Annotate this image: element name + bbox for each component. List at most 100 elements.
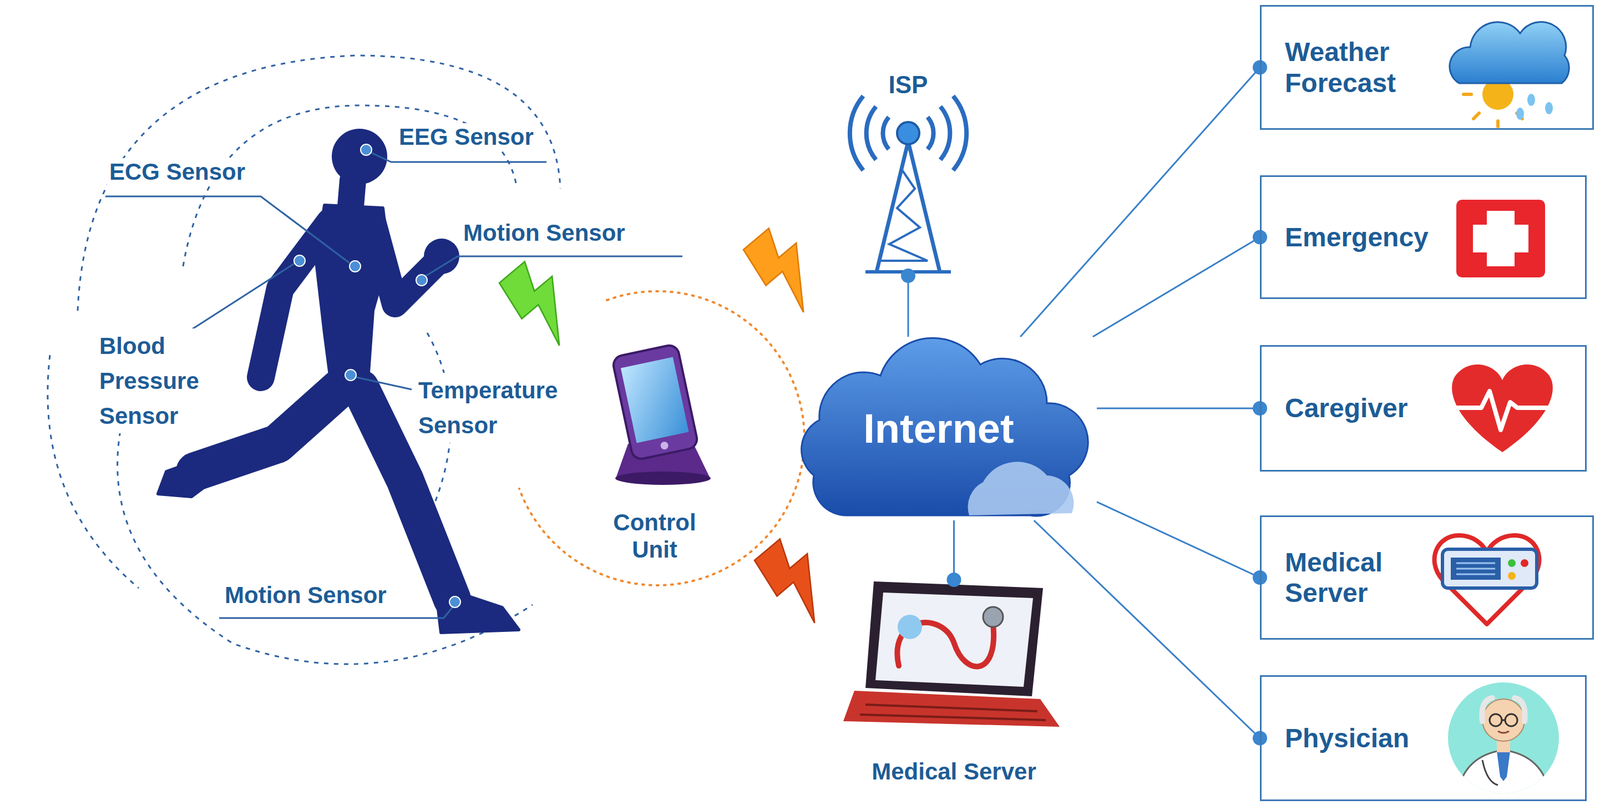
weather-icon: [1449, 21, 1569, 127]
server-slot: [1456, 562, 1496, 565]
leader-lines: [105, 150, 683, 619]
cloud-label: Internet: [863, 404, 1014, 453]
link-line: [1034, 520, 1260, 739]
leader-line: [367, 150, 547, 162]
node-label: Physician: [1284, 722, 1410, 754]
sun-ray: [1496, 120, 1500, 127]
cloud-shape: [801, 337, 1089, 516]
sensor-dot: [416, 274, 428, 286]
leader-line: [174, 262, 296, 341]
server-slot: [1456, 573, 1496, 576]
joint-dot: [1252, 60, 1268, 75]
figure-leg: [195, 388, 340, 472]
figure-foot: [435, 585, 519, 633]
sensor-dot: [449, 596, 461, 608]
tower-frame: [876, 141, 940, 272]
node-label: Medical Server: [871, 758, 1037, 786]
doctor-tie: [1496, 751, 1511, 782]
lightning-bolt: [750, 531, 845, 631]
wireless-ring: [519, 291, 805, 586]
lightning-bolt: [738, 220, 834, 320]
service-box: Physician: [1259, 675, 1587, 802]
emergency-square: [1456, 199, 1546, 278]
phone-body: [611, 343, 700, 461]
doctor-stethoscope: [1482, 760, 1498, 786]
control-unit-node: Control Unit: [588, 343, 722, 564]
doctor-glasses: [1489, 714, 1502, 727]
node-label: Emergency: [1284, 221, 1429, 253]
radio-wave: [866, 106, 877, 160]
sensor-label: Motion Sensor: [461, 219, 628, 247]
phone-screen: [620, 357, 690, 444]
sensor-label: Blood Pressure Sensor: [97, 328, 230, 434]
joint-dot: [1252, 401, 1268, 416]
weather-cloud: [1449, 21, 1569, 84]
figure-arm: [260, 221, 331, 378]
link-line: [1096, 502, 1260, 578]
sensor-dot: [345, 369, 357, 381]
leader-line: [219, 606, 453, 619]
figure-fist: [423, 238, 460, 275]
node-label: Control Unit: [599, 509, 711, 564]
lightning-bolt: [494, 254, 590, 353]
link-line: [1096, 407, 1260, 410]
sun-ray: [1463, 92, 1472, 96]
joint-dot: [1252, 731, 1268, 746]
service-box: Caregiver: [1259, 345, 1587, 472]
internet-cloud: Internet: [780, 336, 1097, 521]
radio-wave: [940, 106, 950, 160]
sensor-label: Motion Sensor: [222, 581, 389, 610]
emergency-icon: [1456, 199, 1546, 278]
server-led: [1507, 559, 1516, 567]
rain-drop: [1516, 107, 1524, 120]
figure-neck: [350, 180, 353, 207]
signal-arc: [47, 355, 139, 589]
laptop-node: Medical Server: [846, 579, 1062, 786]
link-line: [1092, 237, 1260, 338]
sun-ray: [1473, 113, 1480, 119]
laptop-base: [843, 690, 1060, 727]
server-led: [1520, 559, 1529, 567]
leader-line: [426, 256, 683, 276]
sensor-dot: [360, 144, 372, 156]
link-line: [907, 275, 910, 337]
rain-drop: [1545, 102, 1553, 115]
heart-outline: [1434, 535, 1540, 625]
cloud-highlight: [968, 461, 1075, 516]
joint-dot: [900, 268, 916, 283]
lightning-bolt: [494, 254, 590, 353]
service-box: Weather Forecast: [1259, 4, 1594, 130]
tower-globe: [897, 122, 920, 145]
laptop-icon: [843, 581, 1060, 727]
lightning-bolt: [738, 220, 834, 320]
server-panel: [1450, 557, 1501, 580]
phone-body: [611, 343, 700, 461]
leader-line: [356, 377, 412, 390]
ecg-trace: [1456, 391, 1548, 430]
tower-brace: [880, 169, 928, 261]
node-label: Caregiver: [1284, 392, 1408, 424]
doctor-coat: [1456, 750, 1551, 799]
link-line: [953, 520, 955, 580]
phone-icon: [611, 343, 711, 485]
link-line: [1020, 67, 1260, 338]
doctor-glasses: [1501, 719, 1506, 722]
runner-figure: [158, 128, 519, 633]
leader-line: [105, 196, 350, 263]
cloud-shape: [780, 336, 1097, 521]
radio-wave: [849, 95, 864, 171]
physician-icon: [1447, 682, 1559, 799]
radio-wave: [953, 95, 967, 171]
stethoscope-head: [983, 606, 1004, 627]
laptop-screen-frame: [865, 581, 1043, 697]
service-box: Medical Server: [1259, 515, 1594, 640]
phone-button: [659, 441, 670, 451]
joint-dot: [1252, 570, 1268, 585]
laptop-keys: [865, 704, 1038, 712]
caregiver-icon: [1451, 364, 1553, 453]
physician-figure: [1456, 697, 1551, 799]
server-unit: [1442, 549, 1537, 589]
